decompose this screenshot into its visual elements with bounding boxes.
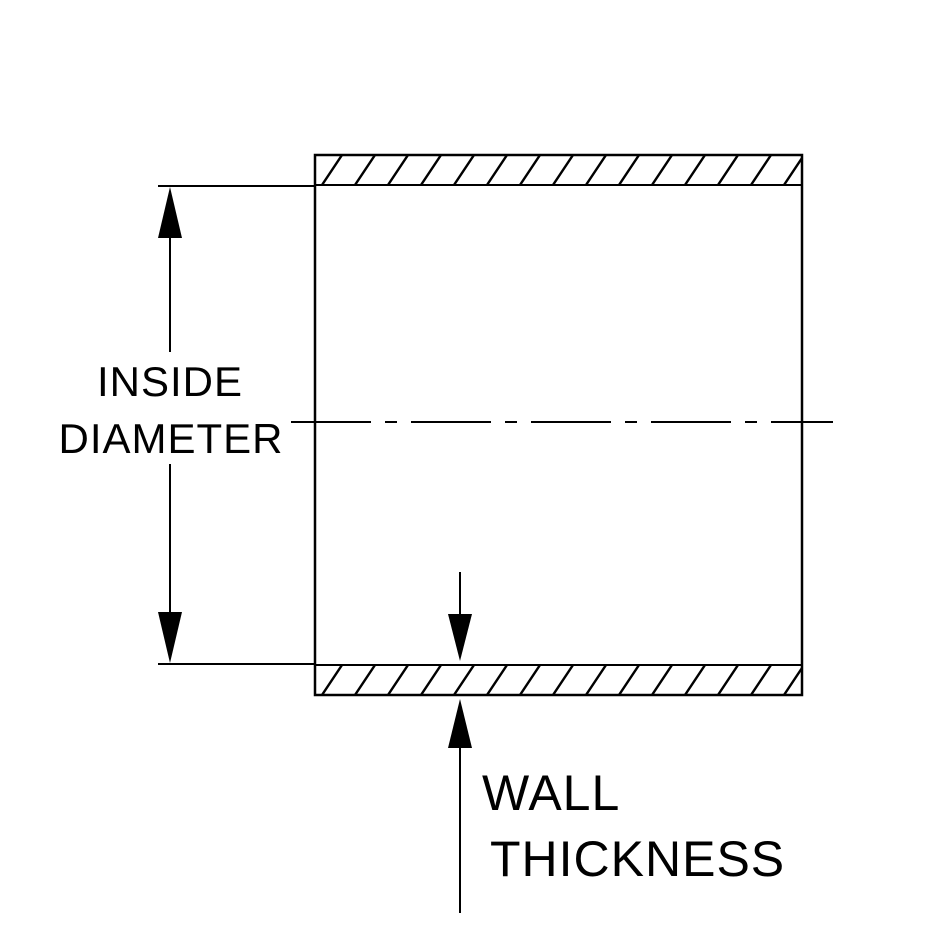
wall-thickness-arrow-down-icon [448, 614, 472, 661]
inside-diameter-label-line1: INSIDE [97, 358, 243, 405]
inside-diameter-label-line2: DIAMETER [58, 415, 283, 462]
wall-thickness-label-line1: WALL [482, 765, 620, 821]
top-wall-hatch-section [314, 154, 803, 186]
inside-diameter-arrow-down-icon [158, 612, 182, 663]
inside-diameter-arrow-up-icon [158, 187, 182, 238]
wall-thickness-label-line2: THICKNESS [490, 831, 785, 887]
bottom-wall-hatch-section [314, 664, 803, 696]
wall-thickness-arrow-up-icon [448, 699, 472, 748]
tube-body-outline [313, 153, 804, 697]
